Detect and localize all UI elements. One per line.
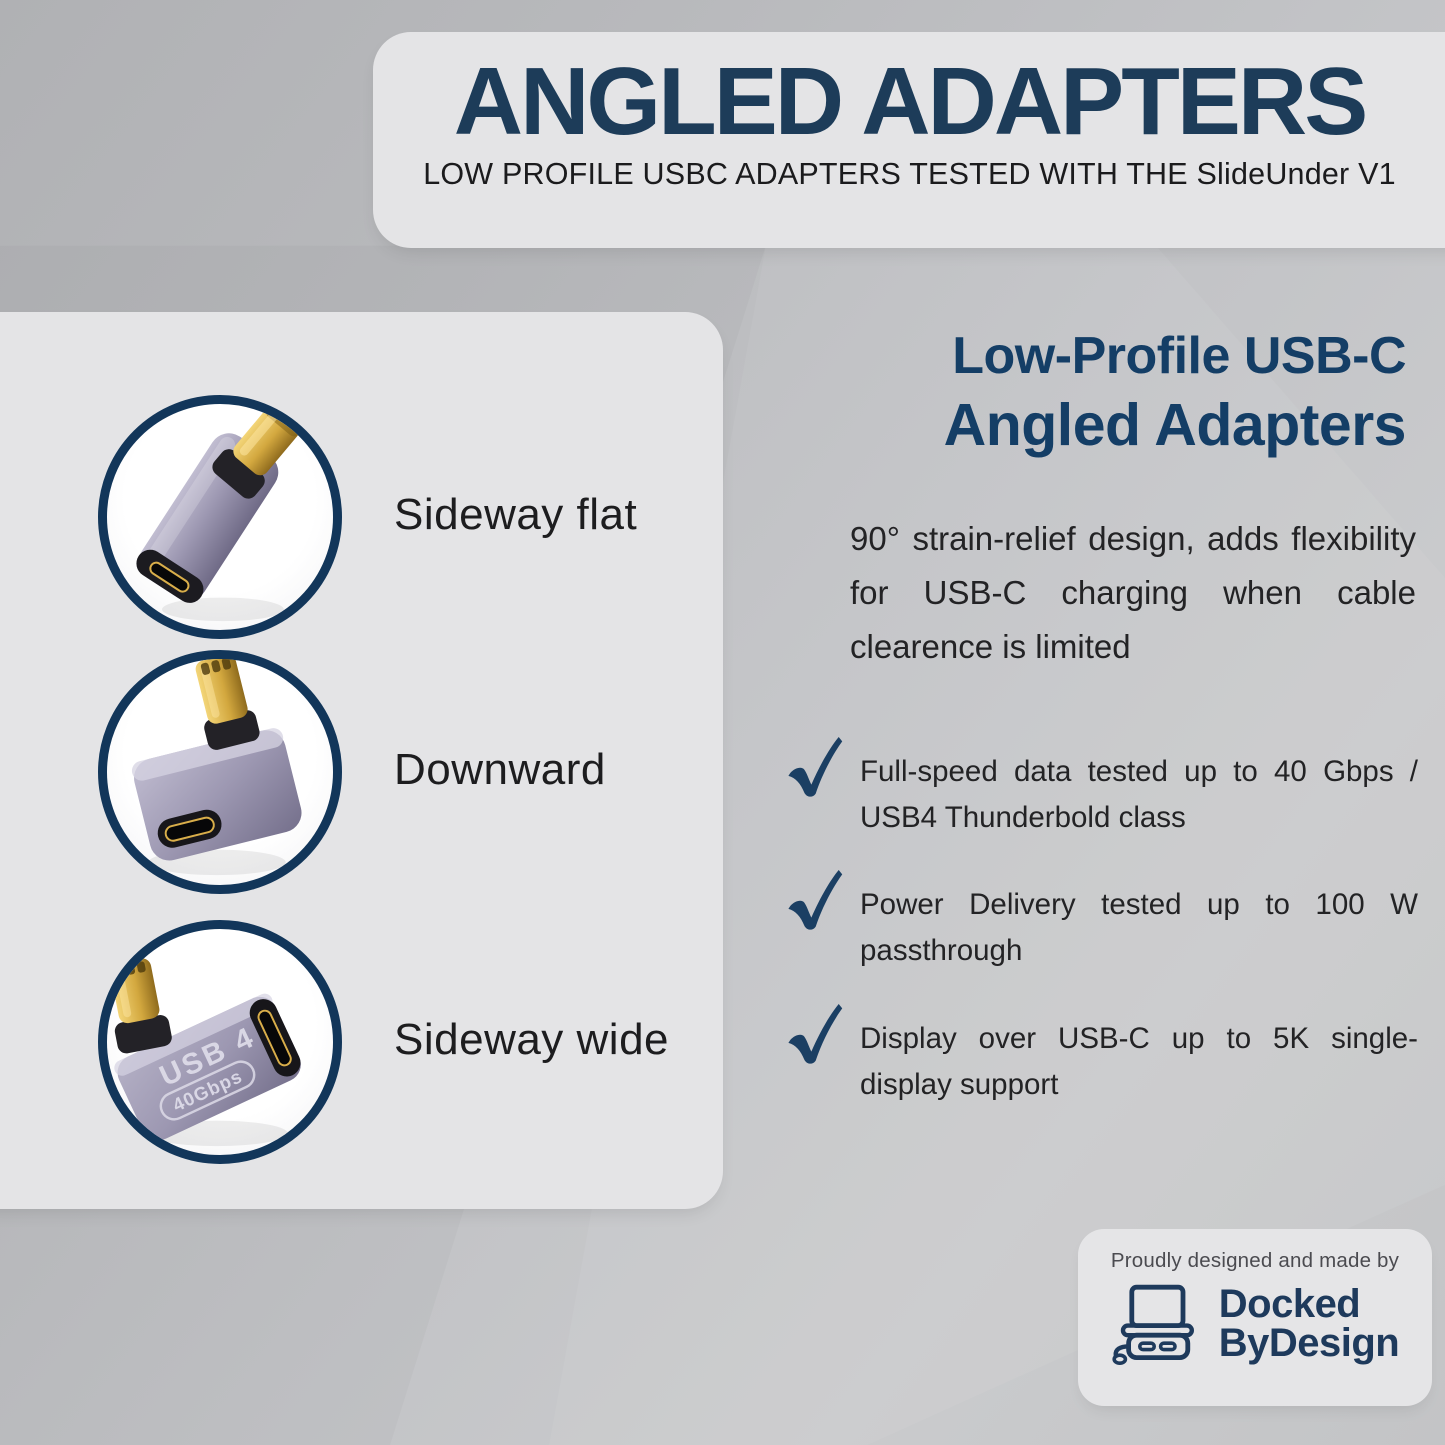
brand-name-line2: ByDesign: [1218, 1321, 1400, 1365]
page-title: ANGLED ADAPTERS: [453, 48, 1368, 155]
feature-bullet-display: Display over USB-C up to 5K single-displ…: [784, 998, 1424, 1107]
page-subtitle: LOW PROFILE USBC ADAPTERS TESTED WITH TH…: [423, 157, 1396, 191]
laptop-dock-icon: [1112, 1284, 1194, 1365]
product-circle-downward: [98, 650, 342, 894]
feature-bullet-text: Full-speed data tested up to 40 Gbps / U…: [860, 755, 1418, 834]
adapter-downward-image: [131, 659, 302, 876]
details-heading-line1: Low-Profile USB-C: [952, 327, 1406, 385]
details-heading: Low-Profile USB-C Angled Adapters: [943, 327, 1407, 459]
checkmark-icon: [788, 1004, 843, 1064]
top-banner: ANGLED ADAPTERS LOW PROFILE USBC ADAPTER…: [373, 32, 1445, 248]
feature-bullet-power-delivery: Power Delivery tested up to 100 W passth…: [784, 864, 1424, 973]
product-label-downward: Downward: [394, 745, 606, 794]
credit-tagline: Proudly designed and made by: [1110, 1249, 1400, 1272]
product-circle-sideway-flat: [98, 395, 342, 639]
brand-logo-row: Docked ByDesign: [1111, 1279, 1400, 1369]
product-label-sideway-wide: Sideway wide: [394, 1015, 670, 1064]
feature-bullet-text: Power Delivery tested up to 100 W passth…: [860, 888, 1418, 967]
details-description: 90° strain-relief design, adds flexibili…: [850, 520, 1416, 666]
brand-name: Docked ByDesign: [1218, 1281, 1400, 1365]
feature-bullet-text: Display over USB-C up to 5K single-displ…: [860, 1022, 1418, 1101]
checkmark-icon: [788, 870, 843, 930]
checkmark-icon: [788, 737, 843, 797]
feature-bullet-data-speed: Full-speed data tested up to 40 Gbps / U…: [784, 731, 1424, 840]
adapter-sideway-flat-image: [136, 405, 301, 622]
product-label-sideway-flat: Sideway flat: [394, 490, 638, 539]
adapter-sideway-wide-image: USB 4 40Gbps: [110, 958, 301, 1147]
details-heading-line2: Angled Adapters: [943, 392, 1407, 459]
product-circle-sideway-wide: USB 4 40Gbps: [98, 920, 342, 1164]
brand-name-line1: Docked: [1218, 1281, 1361, 1326]
credit-card: Proudly designed and made by Docked ByDe…: [1078, 1229, 1432, 1406]
